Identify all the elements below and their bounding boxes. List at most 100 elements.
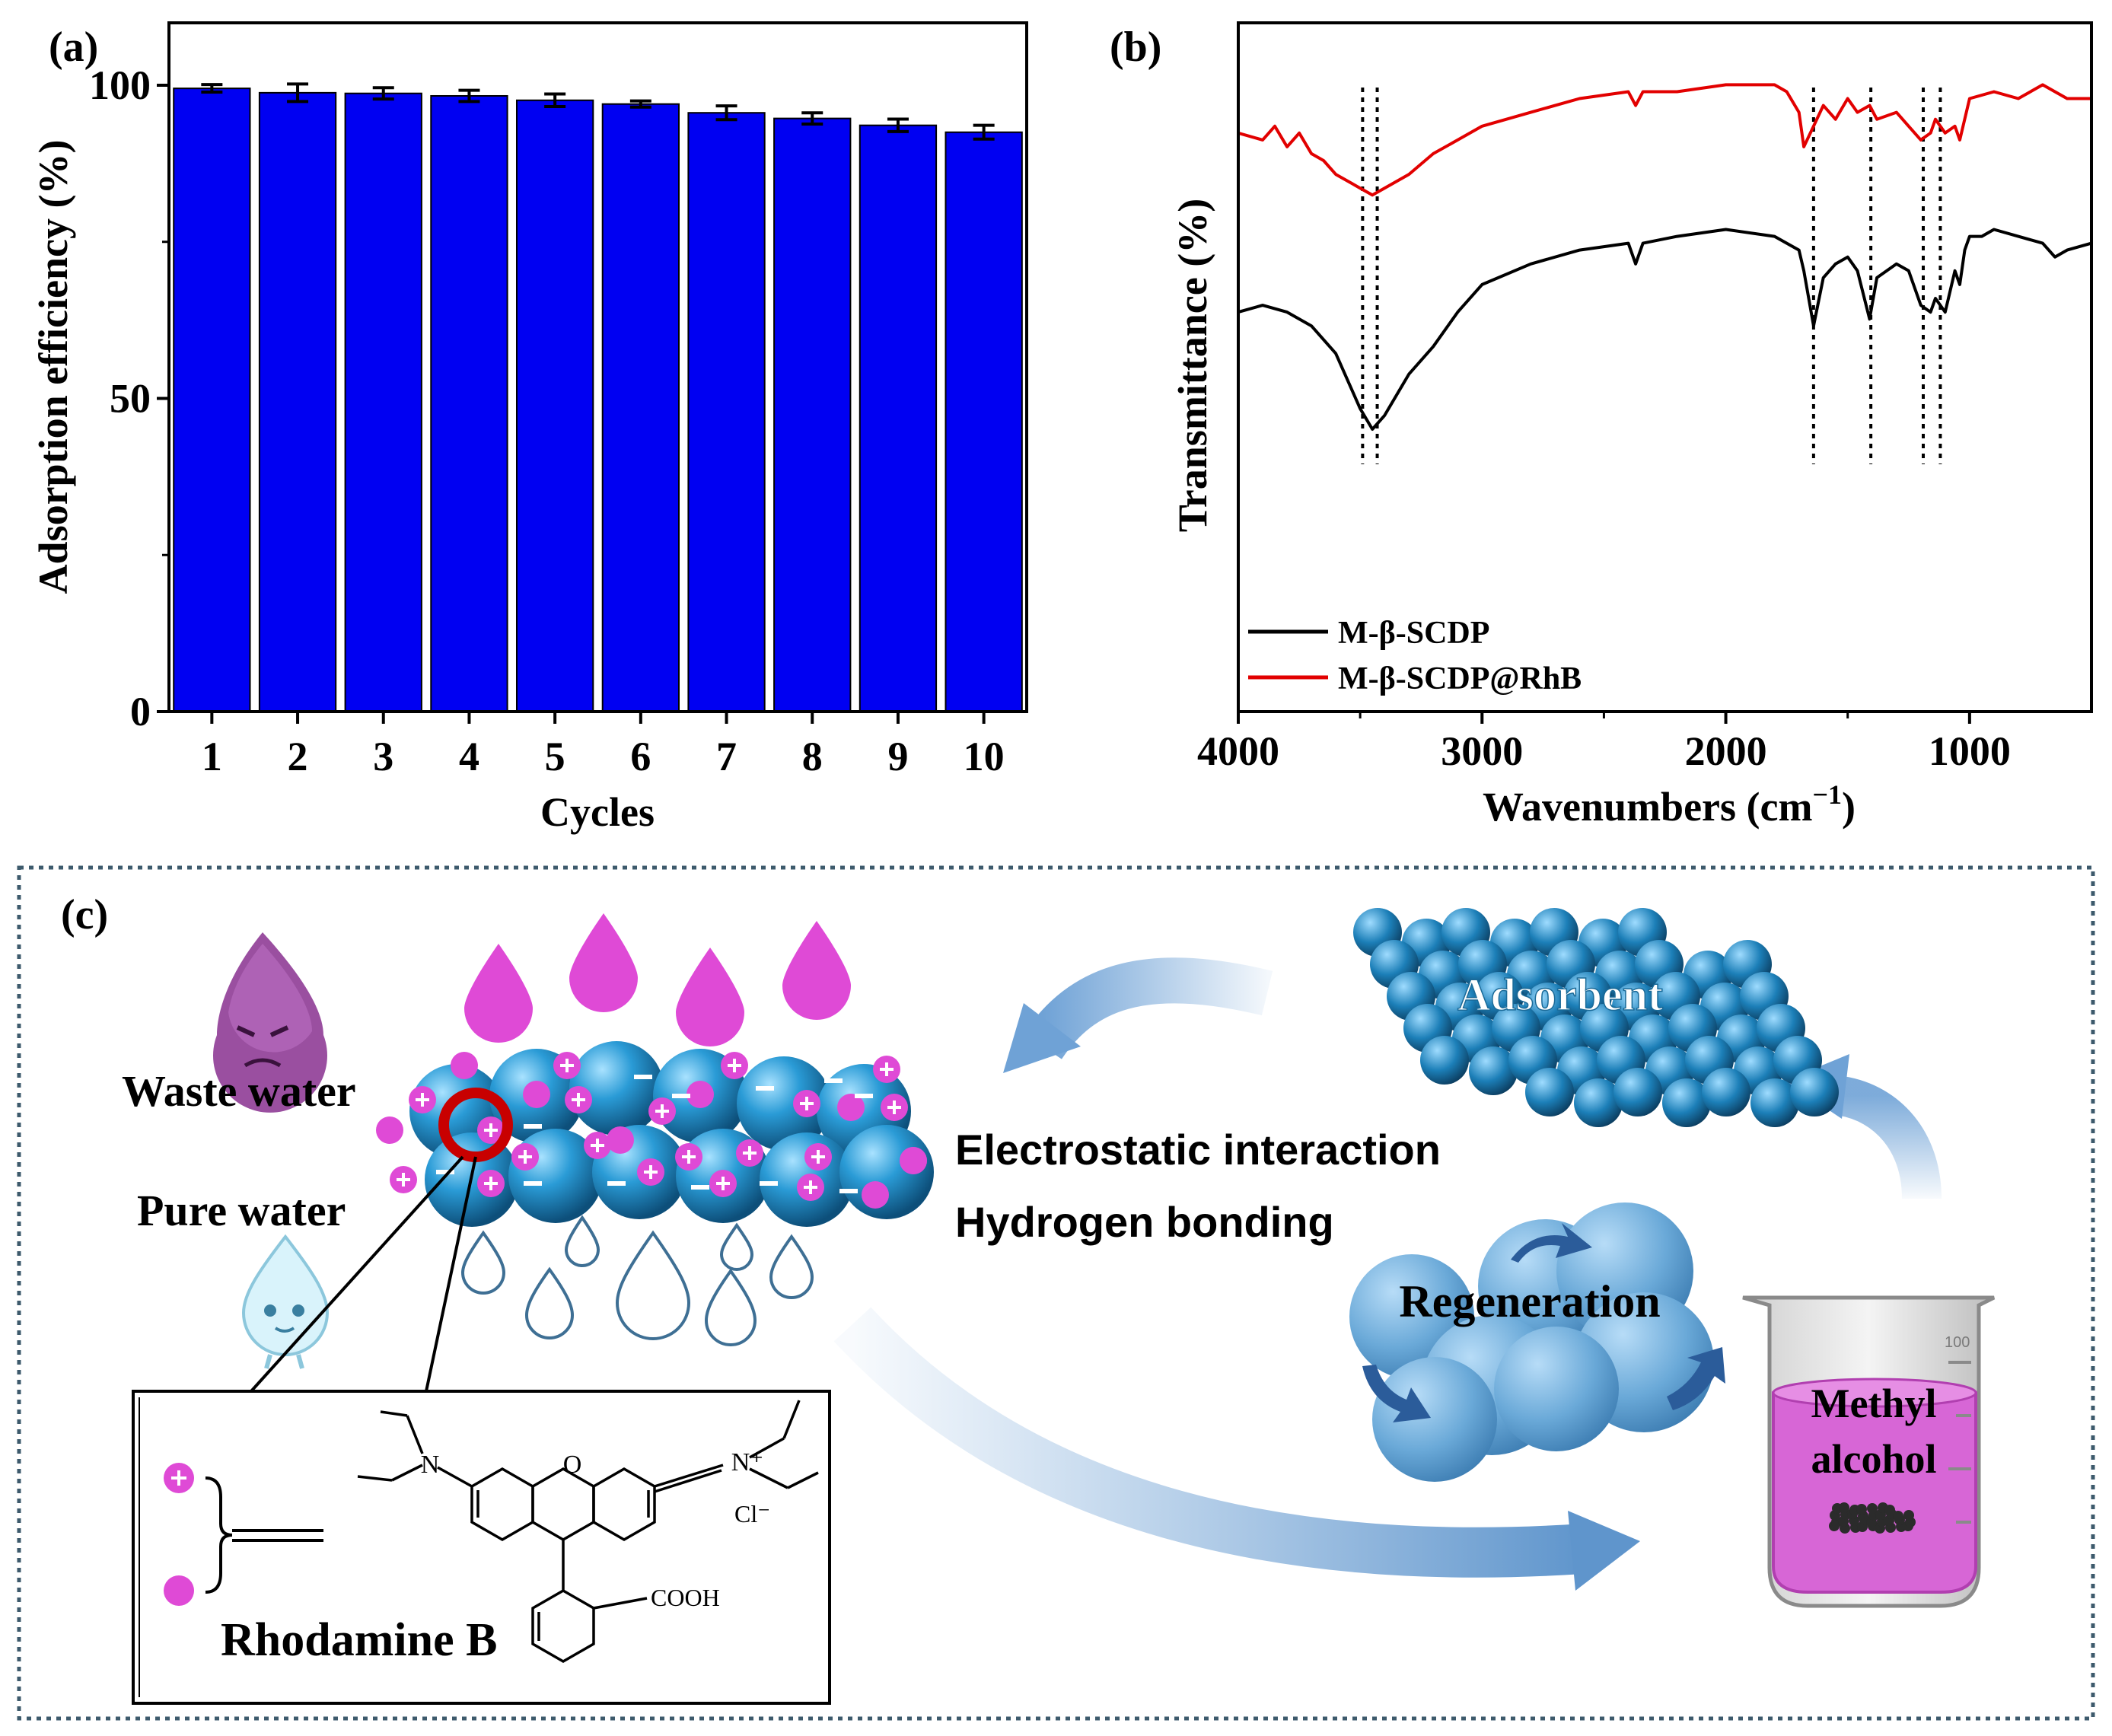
x-tick-label: 9 <box>887 734 908 779</box>
adsorbent-bead <box>1750 1078 1799 1127</box>
outline-drop <box>704 1268 757 1346</box>
sediment-beads <box>1829 1502 1916 1534</box>
error-bar-cycle-3 <box>372 86 394 101</box>
peak-markers <box>1361 88 1942 464</box>
cooh-group: COOH <box>651 1584 720 1611</box>
bar-cycle-4 <box>430 94 508 712</box>
cation-dye-icon <box>721 1052 748 1079</box>
pure-water-drops <box>460 1215 814 1346</box>
x-tick-label: 4 <box>459 734 479 779</box>
legend-label-black: M-β-SCDP <box>1338 616 1489 651</box>
x-axis-label-b-main: Wavenumbers (cm <box>1483 784 1812 830</box>
x-axis-label: Cycles <box>540 789 655 835</box>
dye-drop <box>569 913 638 1012</box>
adsorbent-sphere <box>569 1041 664 1136</box>
y-axis-label: Adsorption efficiency (%) <box>30 140 76 594</box>
bar-cycle-7 <box>687 112 766 713</box>
x-tick-label-b: 4000 <box>1197 728 1279 774</box>
cation-dye-icon <box>565 1086 592 1113</box>
cation-dye-icon <box>648 1097 676 1125</box>
minus-charge-icon <box>634 1075 652 1079</box>
sediment-bead <box>1839 1502 1849 1513</box>
cation-dye-icon <box>553 1052 581 1079</box>
plot-frame-b <box>1237 21 2093 713</box>
electrostatic-label: Electrostatic interaction <box>955 1126 1441 1174</box>
adsorbent-bead <box>1574 1078 1623 1127</box>
nitrogen-atom: N <box>421 1451 440 1479</box>
error-bars <box>201 82 995 141</box>
x-tick-label: 10 <box>964 734 1005 779</box>
plot-frame-a <box>167 21 1028 713</box>
adsorbent-bed <box>376 1041 934 1227</box>
regen-sphere <box>1494 1327 1619 1451</box>
nitrogen-plus-atom: N⁺ <box>731 1448 764 1476</box>
bar-cycle-6 <box>601 103 680 712</box>
panel-a-label: (a) <box>49 24 98 71</box>
x-tick-label-b: 1000 <box>1929 728 2011 774</box>
cation-dye-icon <box>511 1143 539 1171</box>
x-axis-label-b-sup: −1 <box>1812 779 1842 810</box>
adsorbent-bead <box>1790 1068 1839 1116</box>
arrowhead-icon <box>1003 1003 1081 1073</box>
x-tick-label: 1 <box>202 734 222 779</box>
error-bar-cycle-7 <box>715 104 737 122</box>
plus-icon <box>171 1470 186 1486</box>
cation-dye-icon <box>797 1174 824 1201</box>
waste-water-character-icon <box>213 932 327 1113</box>
minus-charge-icon <box>839 1189 858 1193</box>
dye-molecule-dot <box>607 1126 634 1154</box>
dye-drop <box>782 921 851 1020</box>
outline-drop <box>524 1266 575 1339</box>
dye-molecule-dot <box>837 1094 865 1121</box>
bar-cycle-3 <box>344 92 422 713</box>
dye-drop <box>676 948 744 1046</box>
minus-charge-icon <box>607 1181 626 1186</box>
chloride-ion: Cl⁻ <box>734 1500 770 1527</box>
x-tick-label-b: 3000 <box>1441 728 1523 774</box>
x-axis-label-b-close: ) <box>1842 784 1856 830</box>
dye-molecule-dot <box>686 1081 714 1108</box>
dye-molecule-dot <box>376 1116 403 1144</box>
cation-dye-icon <box>584 1132 611 1159</box>
cation-dye-icon <box>736 1139 763 1167</box>
cation-dye-icon <box>390 1166 417 1193</box>
adsorbent-label: Adsorbent <box>1457 970 1663 1020</box>
cation-dye-icon <box>477 1116 505 1144</box>
dye-drop <box>464 944 533 1043</box>
x-axis-label-b: Wavenumbers (cm−1) <box>1483 779 1856 830</box>
inset-box <box>132 1390 831 1705</box>
series-lines <box>1238 83 2092 431</box>
outline-drop <box>615 1230 691 1340</box>
adsorbent-bead <box>1420 1036 1469 1085</box>
error-bar-cycle-8 <box>801 111 823 126</box>
hydrogen-label: Hydrogen bonding <box>955 1198 1334 1246</box>
zoom-line <box>250 1155 464 1393</box>
minus-charge-icon <box>524 1124 542 1129</box>
panel-b-label: (b) <box>1110 24 1161 71</box>
schematic-panel: (c) Waste water Pure water <box>17 865 2095 1721</box>
minus-charge-icon <box>524 1181 542 1186</box>
panel-c-label: (c) <box>61 891 108 938</box>
bar-cycle-1 <box>173 88 251 713</box>
sediment-bead <box>1867 1503 1878 1514</box>
regeneration-cluster <box>1349 1202 1725 1482</box>
y-tick-label: 100 <box>89 62 151 108</box>
methyl-label: Methyl <box>1811 1381 1937 1426</box>
rotate-arrow-icon <box>1511 1223 1592 1263</box>
cation-dye-icon <box>873 1056 900 1083</box>
bar-series <box>173 88 1023 713</box>
x-tick-label-b: 2000 <box>1685 728 1767 774</box>
rhodamine-label: Rhodamine B <box>221 1614 497 1666</box>
zoom-line <box>425 1156 477 1392</box>
cation-dye-icon <box>793 1090 820 1117</box>
arrow-to-bed <box>1003 957 1273 1073</box>
minus-charge-icon <box>672 1094 690 1098</box>
x-tick-label: 3 <box>373 734 393 779</box>
adsorbent-bead <box>1525 1068 1574 1116</box>
minus-charge-icon <box>855 1094 873 1098</box>
regeneration-label: Regeneration <box>1399 1276 1660 1327</box>
error-bar-cycle-6 <box>629 99 651 109</box>
series-line-black <box>1238 228 2092 431</box>
